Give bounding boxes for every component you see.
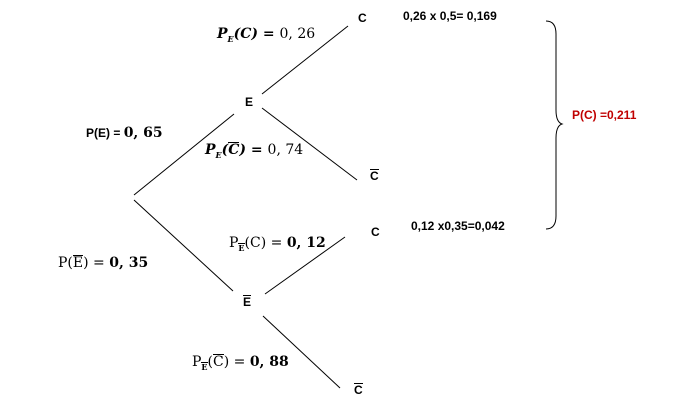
- label-pe-cbar-close: ) =: [239, 142, 268, 158]
- label-p-e-value: 0, 65: [123, 125, 163, 141]
- label-pe-c-value: 0, 26: [279, 26, 316, 42]
- label-p-ebar-value: 0, 35: [109, 255, 149, 271]
- node-c-mid: C: [371, 225, 380, 239]
- label-pe-cbar-value: 0, 74: [267, 142, 304, 158]
- label-pe-c-p: P: [217, 26, 228, 42]
- label-pebar-cbar-value: 0, 88: [249, 354, 289, 370]
- branch-root-e: [133, 113, 235, 196]
- node-e-bar: E: [243, 295, 252, 309]
- result-mid: 0,12 x0,35=0,042: [411, 219, 505, 233]
- label-pe-c: PE(C) = 0, 26: [217, 26, 316, 44]
- label-p-ebar-suffix: ) =: [83, 255, 110, 271]
- branch-e-cbar: [261, 107, 358, 181]
- label-pebar-cbar-event: C: [213, 354, 224, 370]
- node-c-bar-bottom: C: [354, 383, 363, 397]
- result-top: 0,26 x 0,5= 0,169: [403, 9, 497, 23]
- label-pe-cbar-sub: E: [215, 150, 222, 160]
- label-pebar-c-sub: E: [238, 243, 245, 253]
- node-e-bar-text: E: [243, 295, 252, 309]
- node-c-bar-top: C: [370, 169, 379, 183]
- branch-ebar-cbar: [262, 315, 341, 389]
- label-pebar-cbar-close: ) =: [223, 354, 250, 370]
- node-e: E: [245, 95, 254, 109]
- label-pe-cbar-event: C: [228, 142, 240, 158]
- node-c-bar-bottom-text: C: [354, 383, 363, 397]
- label-p-ebar: P(E) = 0, 35: [58, 255, 149, 271]
- branch-root-ebar: [133, 199, 234, 292]
- label-pe-c-arg: (C) =: [233, 26, 280, 42]
- label-pebar-c-arg: (C) =: [244, 235, 287, 251]
- label-pebar-c: PE(C) = 0, 12: [229, 235, 326, 253]
- label-pe-cbar-open: (: [221, 142, 229, 158]
- label-pebar-cbar-open: (: [207, 354, 213, 370]
- label-p-e-prefix: P(E) =: [86, 126, 124, 140]
- label-pe-cbar: PE(C) = 0, 74: [205, 142, 304, 160]
- result-total: P(C) =0,211: [572, 108, 637, 122]
- branch-ebar-c: [264, 236, 346, 295]
- node-c-top: C: [358, 11, 367, 25]
- label-pebar-cbar-sub: E: [201, 362, 208, 372]
- label-pebar-cbar: PE(C) = 0, 88: [192, 354, 289, 372]
- label-pe-c-sub: E: [227, 34, 234, 44]
- label-p-e: P(E) = 0, 65: [86, 126, 163, 140]
- label-p-ebar-prefix: P(: [58, 255, 73, 271]
- label-pe-cbar-p: P: [205, 142, 216, 158]
- label-pebar-c-value: 0, 12: [286, 235, 326, 251]
- node-c-bar-top-text: C: [370, 169, 379, 183]
- label-pebar-cbar-p: P: [192, 354, 202, 370]
- label-pebar-c-p: P: [229, 235, 239, 251]
- right-brace: [545, 20, 564, 230]
- label-p-ebar-event: E: [72, 255, 84, 271]
- branch-e-c: [261, 25, 349, 95]
